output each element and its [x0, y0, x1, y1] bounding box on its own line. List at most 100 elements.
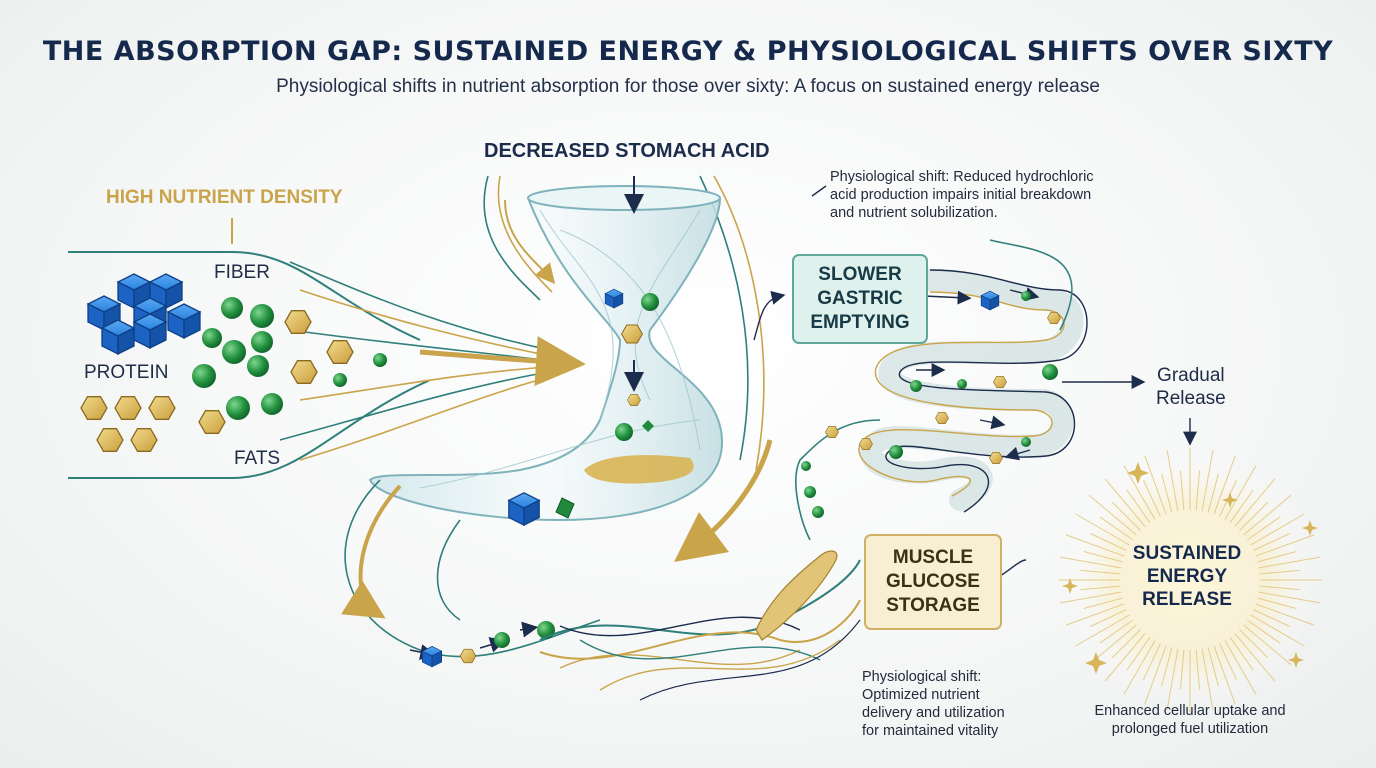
box-line: GASTRIC [817, 288, 903, 309]
muscle-fiber-icon [539, 550, 861, 701]
muscle-glucose-storage-box: MUSCLE GLUCOSE STORAGE [864, 534, 1002, 630]
note-line: for maintained vitality [862, 723, 999, 739]
sun-ray [1161, 647, 1173, 687]
sun-ray [1059, 556, 1122, 569]
sun-ray [1247, 619, 1281, 644]
nutrient-density-label: HIGH NUTRIENT DENSITY [106, 187, 343, 208]
sun-ray [1161, 473, 1173, 513]
stomach-acid-note: Physiological shift: Reduced hydrochlori… [830, 168, 1130, 222]
sun-ray [1065, 534, 1125, 557]
note-line: acid production impairs initial breakdow… [830, 187, 1092, 203]
slower-gastric-emptying-box: SLOWER GASTRIC EMPTYING [792, 254, 928, 344]
sun-ray [1243, 494, 1292, 536]
sun-ray [1255, 603, 1315, 626]
label-line: SUSTAINED [1132, 543, 1242, 564]
sun-ray [1080, 585, 1121, 591]
sun-ray [1099, 619, 1133, 644]
box-line: MUSCLE [892, 547, 974, 568]
sun-ray [1255, 534, 1315, 557]
sun-ray [1207, 647, 1219, 687]
gradual-release-label: Gradual Release [1156, 364, 1226, 410]
sun-ray [1259, 585, 1300, 591]
sun-ray [1104, 633, 1146, 682]
label-line: ENERGY [1146, 566, 1228, 587]
sun-ray [1234, 633, 1276, 682]
sun-ray [1207, 473, 1219, 513]
sun-ray [1258, 591, 1321, 604]
page-subtitle: Physiological shifts in nutrient absorpt… [276, 76, 1100, 97]
sun-ray [1239, 501, 1269, 531]
label-line: RELEASE [1142, 589, 1232, 610]
sun-ray [1083, 551, 1123, 563]
delivery-note: Physiological shift: Optimized nutrient … [862, 668, 1062, 740]
green-sphere-icon [192, 297, 387, 420]
stomach-acid-label: DECREASED STOMACH ACID [484, 140, 770, 162]
sun-ray [1059, 591, 1122, 604]
sun-ray [1111, 501, 1141, 531]
sun-ray [1247, 516, 1281, 541]
sun-ray [1234, 478, 1276, 527]
sun-ray [1253, 533, 1290, 551]
box-line: SLOWER [818, 264, 902, 285]
sun-ray [1123, 465, 1156, 520]
label-line: Release [1156, 388, 1226, 409]
sun-ray [1111, 629, 1141, 659]
note-line: Optimized nutrient [862, 687, 980, 703]
sun-ray [1144, 455, 1167, 515]
sun-ray [1213, 455, 1236, 515]
sun-ray [1144, 645, 1167, 705]
sun-ray [1213, 645, 1236, 705]
sun-ray [1075, 614, 1130, 647]
sun-ray [1099, 516, 1133, 541]
sun-ray [1126, 489, 1151, 523]
sun-ray [1123, 640, 1156, 695]
sun-ray [1075, 513, 1130, 546]
sun-ray [1166, 449, 1179, 512]
sun-ray [1166, 648, 1179, 711]
sustained-energy-label: SUSTAINED ENERGY RELEASE [1112, 542, 1262, 611]
sun-ray [1224, 640, 1257, 695]
page-title: THE ABSORPTION GAP: SUSTAINED ENERGY & P… [42, 36, 1334, 67]
fats-label: FATS [234, 448, 281, 469]
sun-ray [1065, 603, 1125, 626]
blue-cube-icon [87, 273, 201, 355]
sun-ray [1083, 597, 1123, 609]
sun-ray [1253, 609, 1290, 627]
sun-ray [1257, 597, 1297, 609]
note-line: and nutrient solubilization. [830, 205, 998, 221]
sun-ray [1104, 478, 1146, 527]
sun-ray [1224, 465, 1257, 520]
box-line: EMPTYING [810, 312, 910, 333]
sunburst-icon [1058, 448, 1322, 712]
sun-ray [1195, 470, 1201, 511]
sun-ray [1143, 643, 1161, 680]
energy-note: Enhanced cellular uptake and prolonged f… [1084, 702, 1296, 738]
sun-ray [1257, 551, 1297, 563]
box-line: GLUCOSE [886, 571, 980, 592]
sun-ray [1201, 648, 1214, 711]
sun-ray [1259, 569, 1300, 575]
note-line: Physiological shift: [862, 669, 982, 685]
sun-ray [1258, 556, 1321, 569]
fiber-label: FIBER [214, 262, 270, 283]
protein-label: PROTEIN [84, 362, 169, 383]
sun-ray [1250, 513, 1305, 546]
sun-ray [1090, 533, 1127, 551]
sun-ray [1126, 637, 1151, 671]
box-line: STORAGE [886, 595, 980, 616]
sun-ray [1090, 609, 1127, 627]
sun-ray [1143, 480, 1161, 517]
label-line: Gradual [1157, 365, 1225, 386]
note-line: Physiological shift: Reduced hydrochlori… [830, 169, 1094, 185]
sun-ray [1080, 569, 1121, 575]
sun-ray [1195, 649, 1201, 690]
sun-ray [1229, 489, 1254, 523]
sun-ray [1243, 624, 1292, 666]
note-line: delivery and utilization [862, 705, 1005, 721]
stomach-hourglass-icon [368, 176, 724, 526]
note-line: Enhanced cellular uptake and [1094, 703, 1286, 719]
sun-ray [1088, 494, 1137, 536]
sun-ray [1219, 643, 1237, 680]
sun-ray [1179, 649, 1185, 690]
